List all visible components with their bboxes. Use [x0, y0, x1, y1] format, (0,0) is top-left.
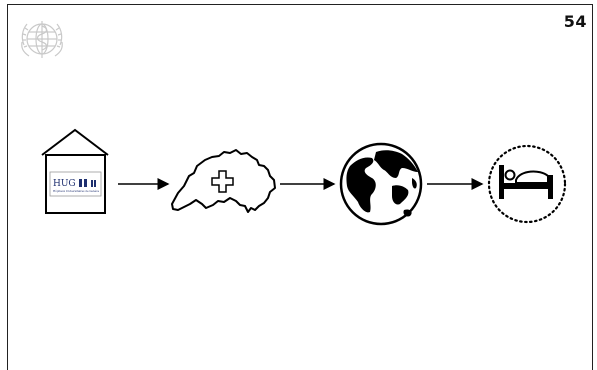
- switzerland-map-icon: [171, 149, 276, 213]
- page-number: 54: [563, 12, 587, 31]
- hospital-sign: HUG: [53, 179, 76, 189]
- who-emblem-icon: [21, 21, 63, 58]
- hug-emblem-icon: [79, 179, 96, 187]
- slide-frame: [7, 4, 593, 370]
- hospital-sign-subtitle: Hôpitaux Universitaires de Genève: [53, 189, 100, 193]
- globe-icon: [339, 142, 423, 226]
- hospital-bed-icon: [487, 144, 567, 224]
- hospital-building-icon: HUG Hôpitaux Universitaires de Genève: [41, 128, 109, 214]
- swiss-cross-icon: [211, 170, 234, 193]
